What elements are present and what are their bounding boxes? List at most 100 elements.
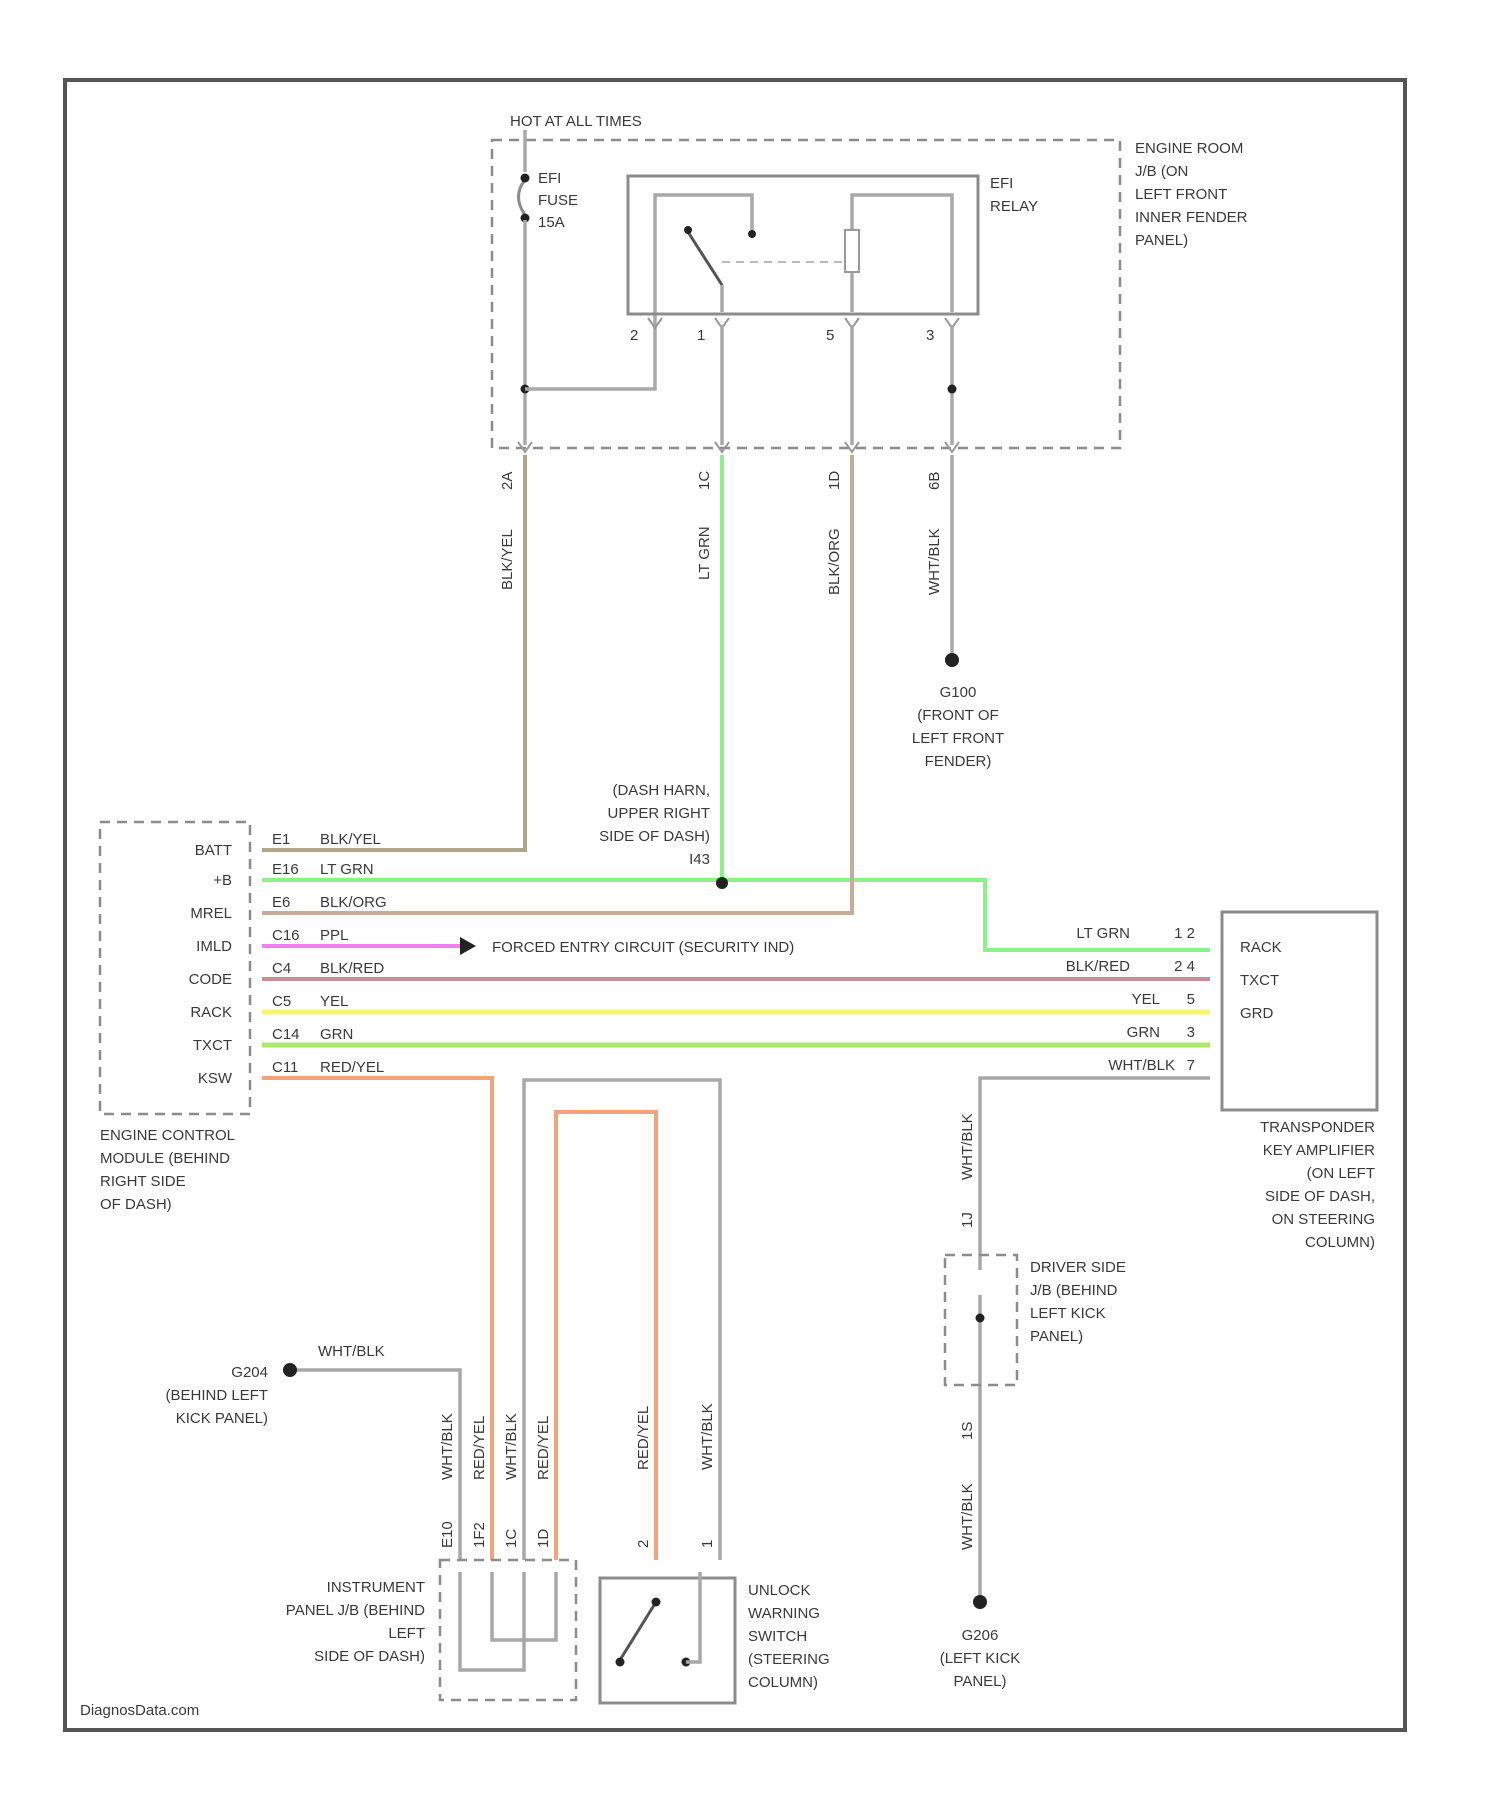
relay-label: EFI RELAY	[990, 175, 1038, 215]
svg-text:RED/YEL: RED/YEL	[471, 1416, 488, 1480]
svg-text:SIDE OF DASH): SIDE OF DASH)	[314, 1648, 425, 1665]
svg-text:WHT/BLK: WHT/BLK	[439, 1413, 456, 1480]
svg-text:WARNING: WARNING	[748, 1605, 820, 1622]
ecm-pin-code: E16	[272, 861, 299, 878]
svg-text:(DASH HARN,: (DASH HARN,	[612, 782, 710, 799]
svg-text:PANEL): PANEL)	[953, 1673, 1006, 1690]
svg-text:J/B (BEHIND: J/B (BEHIND	[1030, 1282, 1118, 1299]
wire-wht-blk-transponder-ground	[980, 1078, 1210, 1600]
svg-text:BLK/ORG: BLK/ORG	[826, 528, 843, 595]
ip-jb-wire-labels: WHT/BLK E10 RED/YEL 1F2 WHT/BLK 1C RED/Y…	[439, 1413, 552, 1548]
relay-coil	[845, 230, 859, 272]
svg-text:INSTRUMENT: INSTRUMENT	[327, 1579, 425, 1596]
splice-i43	[716, 877, 728, 889]
svg-text:G206: G206	[962, 1627, 999, 1644]
svg-text:FENDER): FENDER)	[925, 753, 992, 770]
svg-text:UNLOCK: UNLOCK	[748, 1582, 811, 1599]
svg-text:3: 3	[1187, 1024, 1195, 1041]
svg-text:LT GRN: LT GRN	[696, 526, 713, 580]
svg-text:2: 2	[635, 1540, 652, 1548]
svg-text:PANEL): PANEL)	[1030, 1328, 1083, 1345]
ground-g206-icon	[973, 1595, 987, 1609]
wire-blk-yel-batt	[262, 455, 525, 850]
wire-lt-grn	[262, 455, 1210, 950]
svg-text:ENGINE ROOM: ENGINE ROOM	[1135, 140, 1243, 157]
transponder-pin-txct: TXCT	[1240, 972, 1279, 989]
svg-text:1J: 1J	[959, 1212, 976, 1228]
svg-text:EFI: EFI	[538, 170, 561, 187]
svg-text:MODULE (BEHIND: MODULE (BEHIND	[100, 1150, 230, 1167]
ecm-wire-color-label: YEL	[320, 993, 348, 1010]
svg-text:6B: 6B	[926, 472, 943, 490]
ecm-pin-code: C11	[272, 1059, 298, 1076]
ecm-pin-code: CODE	[189, 971, 232, 988]
svg-text:1D: 1D	[535, 1529, 552, 1548]
svg-text:COLUMN): COLUMN)	[748, 1674, 818, 1691]
ecm-wire-color-label: RED/YEL	[320, 1059, 384, 1076]
diagram-frame	[65, 80, 1405, 1730]
svg-text:TRANSPONDER: TRANSPONDER	[1260, 1119, 1375, 1136]
svg-text:LEFT FRONT: LEFT FRONT	[912, 730, 1004, 747]
wire-red-yel-ksw	[262, 1078, 492, 1560]
svg-text:ENGINE CONTROL: ENGINE CONTROL	[100, 1127, 235, 1144]
fuse-label: EFI FUSE 15A	[538, 170, 578, 231]
svg-text:(STEERING: (STEERING	[748, 1651, 830, 1668]
svg-text:1 2: 1 2	[1174, 925, 1195, 942]
svg-text:SIDE OF DASH,: SIDE OF DASH,	[1265, 1188, 1375, 1205]
ecm-wire-color-label: BLK/RED	[320, 960, 384, 977]
ecm-pin-rack: RACK	[190, 1004, 232, 1021]
watermark: DiagnosData.com	[80, 1702, 199, 1719]
svg-text:RELAY: RELAY	[990, 198, 1038, 215]
relay-pin-1: 1	[697, 327, 705, 344]
svg-text:ON STEERING: ON STEERING	[1272, 1211, 1375, 1228]
ecm-pin-batt: BATT	[195, 842, 232, 859]
svg-text:E10: E10	[439, 1521, 456, 1548]
ecm-pin-code: C5	[272, 993, 291, 1010]
ecm-wire-color-label: LT GRN	[320, 861, 374, 878]
svg-text:LEFT: LEFT	[388, 1625, 425, 1642]
ecm-label: ENGINE CONTROL MODULE (BEHIND RIGHT SIDE…	[100, 1127, 235, 1213]
svg-text:G100: G100	[940, 684, 977, 701]
relay-contact-arm	[688, 232, 722, 285]
svg-text:7: 7	[1187, 1057, 1195, 1074]
svg-text:GRN: GRN	[1127, 1024, 1160, 1041]
svg-text:1S: 1S	[959, 1422, 976, 1440]
svg-text:15A: 15A	[538, 214, 565, 231]
svg-text:FUSE: FUSE	[538, 192, 578, 209]
svg-text:WHT/BLK: WHT/BLK	[1108, 1057, 1175, 1074]
switch-wire-labels: RED/YEL 2 WHT/BLK 1	[635, 1403, 716, 1548]
ecm-pin-ksw: KSW	[198, 1070, 233, 1087]
ecm-pin-txct: TXCT	[193, 1037, 232, 1054]
ecm-wire-color-label: PPL	[320, 927, 348, 944]
relay-pin-2: 2	[630, 327, 638, 344]
forced-entry-label: FORCED ENTRY CIRCUIT (SECURITY IND)	[492, 939, 794, 956]
svg-text:WHT/BLK: WHT/BLK	[926, 528, 943, 595]
svg-text:J/B (ON: J/B (ON	[1135, 163, 1188, 180]
svg-text:1C: 1C	[696, 471, 713, 490]
svg-text:WHT/BLK: WHT/BLK	[699, 1403, 716, 1470]
transponder-pin-grd: GRD	[1240, 1005, 1274, 1022]
svg-text:G204: G204	[231, 1364, 268, 1381]
forced-entry-arrow	[460, 937, 476, 955]
ecm-wire-color-label: BLK/ORG	[320, 894, 387, 911]
svg-text:DRIVER SIDE: DRIVER SIDE	[1030, 1259, 1126, 1276]
svg-text:5: 5	[1187, 991, 1195, 1008]
svg-text:WHT/BLK: WHT/BLK	[503, 1413, 520, 1480]
svg-text:RED/YEL: RED/YEL	[635, 1406, 652, 1470]
svg-text:RIGHT SIDE: RIGHT SIDE	[100, 1173, 186, 1190]
ecm-pin-code: C16	[272, 927, 300, 944]
svg-text:BLK/RED: BLK/RED	[1066, 958, 1130, 975]
engine-room-jb-box	[492, 140, 1120, 448]
svg-text:RED/YEL: RED/YEL	[535, 1416, 552, 1480]
relay-connectors	[518, 318, 959, 452]
driver-jb-wire-bottom-label: WHT/BLK	[959, 1483, 976, 1550]
svg-text:YEL: YEL	[1132, 991, 1160, 1008]
ecm-pin-code: C4	[272, 960, 291, 977]
dash-harness-label: (DASH HARN, UPPER RIGHT SIDE OF DASH) I4…	[599, 782, 710, 868]
ground-g206-label: G206 (LEFT KICK PANEL)	[940, 1627, 1021, 1690]
ground-g204-label: G204 (BEHIND LEFT KICK PANEL)	[165, 1364, 268, 1427]
switch-contact	[620, 1602, 656, 1660]
ecm-pin-mrel: MREL	[190, 905, 232, 922]
svg-text:I43: I43	[689, 851, 710, 868]
